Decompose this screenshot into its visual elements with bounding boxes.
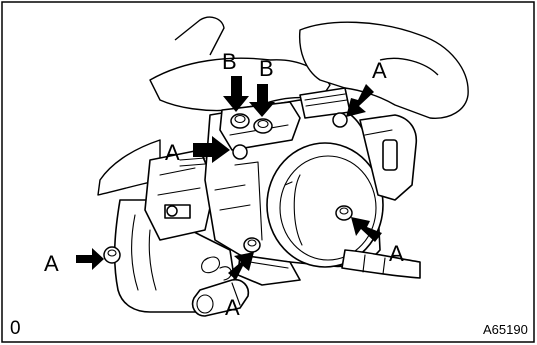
arrow-b-right <box>249 84 275 117</box>
callout-a-top-right: A <box>372 58 387 83</box>
throttle-body-drawing <box>179 87 421 317</box>
callout-a-bottom: A <box>225 295 240 320</box>
arrow-a-far-left <box>76 248 104 270</box>
arrow-a-top-right <box>346 84 374 117</box>
callout-b-left: B <box>222 49 237 74</box>
arrows <box>76 76 382 280</box>
bolt-a-top-right <box>332 112 348 128</box>
arrow-b-left <box>223 76 249 112</box>
bolt-a-left <box>232 144 248 160</box>
bolt-a-bore <box>335 205 353 221</box>
bolt-b-left <box>230 113 250 129</box>
arrow-a-bore <box>351 217 382 242</box>
hands-drawing <box>97 16 469 196</box>
callout-a-left: A <box>165 140 180 165</box>
callout-b-right: B <box>259 56 274 81</box>
arrow-a-bottom <box>228 252 254 280</box>
arrow-a-left <box>193 136 230 163</box>
bolt-a-bottom <box>243 237 261 253</box>
bolts <box>103 112 353 264</box>
corner-code: 0 <box>10 318 21 339</box>
callout-a-bore: A <box>389 241 404 266</box>
housing-drawing <box>113 149 238 313</box>
bolt-b-right <box>253 118 273 134</box>
callout-a-far-left: A <box>44 251 59 276</box>
bolt-a-far-left <box>103 246 121 264</box>
figure-code: A65190 <box>483 322 528 337</box>
